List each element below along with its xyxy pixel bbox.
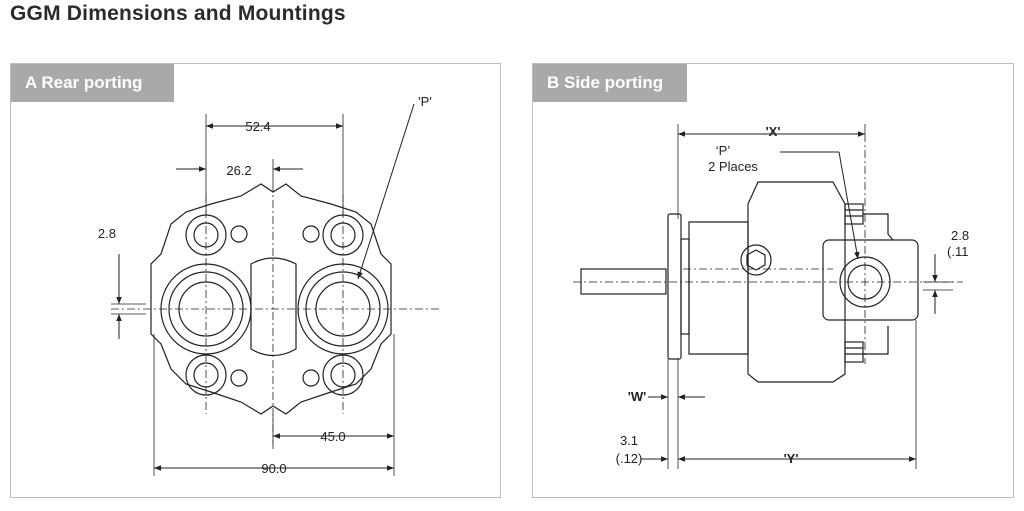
rear-porting-tab: A Rear porting bbox=[11, 64, 174, 102]
side-port-label-p: ‘P’ bbox=[716, 143, 731, 158]
side-porting-drawing: 'X' ‘P’ 2 Places 2.8 (.11 'W' 3.1 (.12) … bbox=[573, 124, 969, 469]
dim-26-2: 26.2 bbox=[226, 163, 251, 178]
rear-porting-drawing: 52.4 26.2 2.8 45.0 90.0 'P' bbox=[98, 94, 441, 476]
port-boss bbox=[822, 239, 919, 321]
pump-body-outline bbox=[150, 183, 392, 415]
shaft bbox=[580, 268, 667, 295]
dim-2-8: 2.8 bbox=[98, 226, 116, 241]
flange-body bbox=[688, 221, 749, 355]
side-dim-2-8: 2.8 bbox=[951, 228, 969, 243]
dim-3-1: 3.1 bbox=[620, 433, 638, 448]
bolt-head bbox=[740, 244, 772, 276]
side-dim-011: (.11 bbox=[947, 244, 968, 259]
dim-w: 'W' bbox=[628, 389, 646, 404]
pump-main-body bbox=[747, 181, 846, 383]
side-porting-tab: B Side porting bbox=[533, 64, 687, 102]
dim-012: (.12) bbox=[616, 451, 643, 466]
dim-52-4: 52.4 bbox=[245, 119, 270, 134]
rear-porting-panel: A Rear porting bbox=[10, 63, 501, 498]
mounting-flange bbox=[667, 213, 682, 360]
side-port-places: 2 Places bbox=[708, 159, 758, 174]
dim-45-0: 45.0 bbox=[320, 429, 345, 444]
side-porting-panel: B Side porting bbox=[532, 63, 1014, 498]
dim-y: 'Y' bbox=[784, 451, 799, 466]
page-title: GGM Dimensions and Mountings bbox=[10, 2, 346, 25]
dim-90-0: 90.0 bbox=[261, 461, 286, 476]
port-label-p: 'P' bbox=[418, 94, 432, 109]
dim-x: 'X' bbox=[766, 124, 781, 139]
